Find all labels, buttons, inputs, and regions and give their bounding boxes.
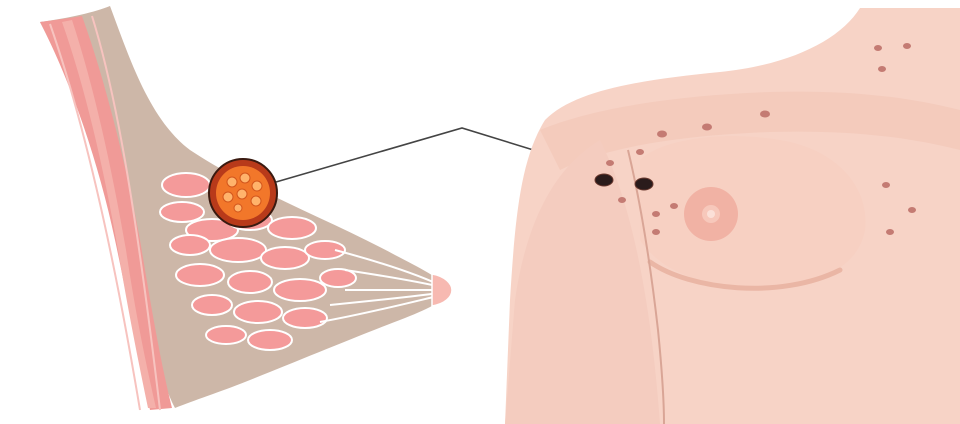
nipple-profile — [432, 274, 452, 306]
lobule — [210, 238, 266, 262]
lymph-node-enlarged — [635, 178, 653, 190]
lobule — [160, 202, 204, 222]
lobule — [274, 279, 326, 301]
lobule — [268, 217, 316, 239]
nipple-highlight — [707, 210, 715, 218]
lobule — [261, 247, 309, 269]
torso-front-view — [505, 8, 960, 424]
breast-tumor — [209, 159, 277, 227]
lymph-node-enlarged — [595, 174, 613, 186]
lobule — [234, 301, 282, 323]
breast-cross-section — [40, 6, 452, 410]
lobule — [248, 330, 292, 350]
lobule — [176, 264, 224, 286]
lobule — [170, 235, 210, 255]
lobule — [206, 326, 246, 344]
lobule — [305, 241, 345, 259]
lobule — [162, 173, 210, 197]
lobule — [192, 295, 232, 315]
lobule — [283, 308, 327, 328]
lobule — [228, 271, 272, 293]
